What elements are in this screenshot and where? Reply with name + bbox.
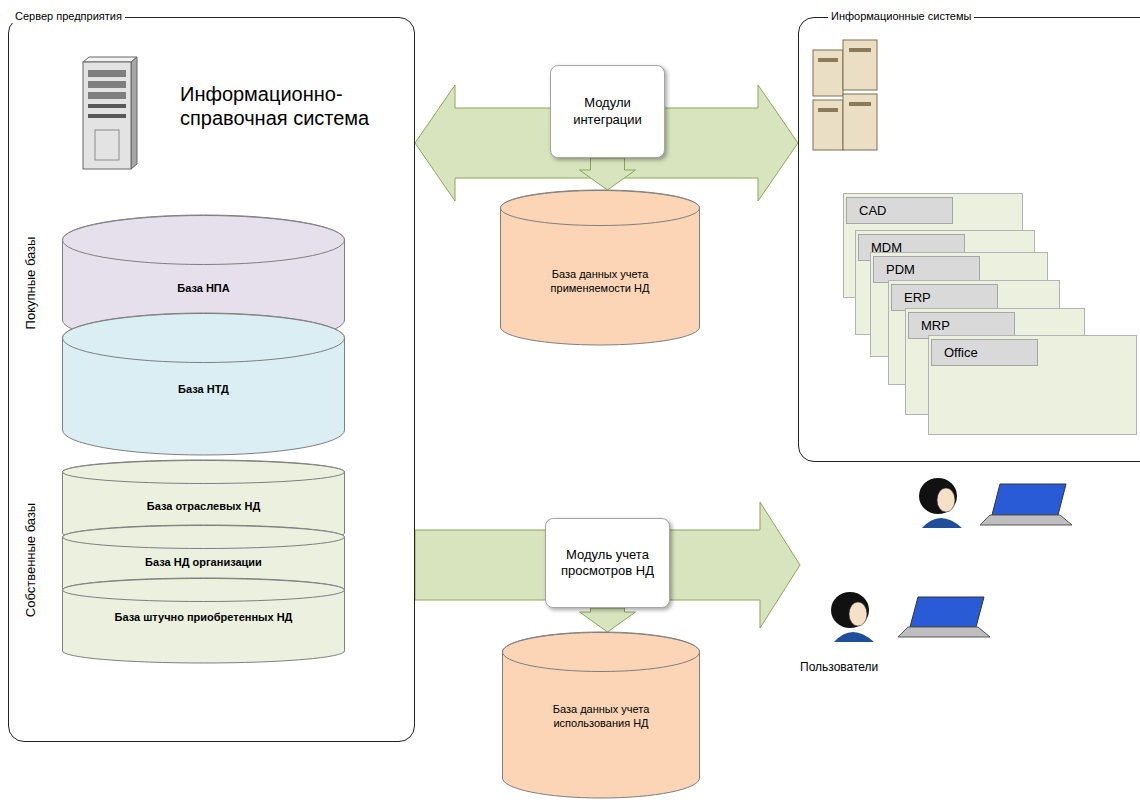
user-hair bbox=[919, 478, 957, 514]
server-side bbox=[131, 57, 137, 169]
window-title: ERP bbox=[892, 285, 997, 310]
cylinder-top bbox=[63, 526, 345, 549]
laptop-base bbox=[980, 515, 1072, 525]
laptop-screen bbox=[992, 484, 1066, 515]
database-label: База НТД bbox=[62, 383, 345, 397]
server-bay bbox=[88, 92, 126, 99]
server-unit bbox=[843, 94, 877, 150]
cylinder-top bbox=[63, 314, 345, 363]
cylinder-top bbox=[501, 191, 700, 226]
database-label: База отраслевых НД bbox=[62, 500, 345, 514]
server-unit bbox=[813, 100, 843, 150]
systems-panel: CADMDMPDMERPMRPOfficeИнформационные сист… bbox=[798, 17, 1140, 462]
cylinder-body bbox=[63, 578, 345, 663]
text-holder: База отраслевых НД bbox=[62, 500, 345, 514]
panel-heading: Сервер предприятия bbox=[12, 10, 125, 23]
server-bay bbox=[88, 114, 126, 118]
database-label: База НД организации bbox=[62, 556, 345, 570]
laptop-icon bbox=[980, 484, 1072, 525]
module-label: Модули интеграции bbox=[559, 95, 656, 128]
database-cylinder: База данных учета использования НД bbox=[502, 632, 700, 798]
window-title: MDM bbox=[859, 235, 964, 260]
window-tab: Office bbox=[931, 339, 1038, 366]
module-box: Модули интеграции bbox=[550, 65, 665, 158]
database-label: База штучно приобретенных НД bbox=[62, 611, 345, 625]
text-holder: База НД организации bbox=[62, 556, 345, 570]
server-bay bbox=[849, 48, 871, 52]
server-unit bbox=[813, 50, 843, 96]
flow-arrow bbox=[580, 158, 636, 190]
users-label: Пользователи bbox=[800, 660, 878, 674]
server-front bbox=[83, 62, 131, 169]
text-holder: Сервер предприятия bbox=[12, 10, 125, 23]
laptop-icon bbox=[898, 597, 990, 637]
cylinder-shape bbox=[502, 632, 700, 800]
window-tab: MRP bbox=[908, 312, 1015, 339]
flow-arrow bbox=[580, 608, 636, 632]
window-tab: ERP bbox=[891, 284, 998, 311]
server-bay bbox=[88, 70, 126, 77]
database-cylinder: База данных учета применяемости НД bbox=[500, 190, 700, 345]
text-holder: Пользователи bbox=[800, 660, 878, 674]
server-bay bbox=[88, 104, 126, 108]
cylinder-body bbox=[63, 313, 345, 455]
window-tab: CAD bbox=[846, 197, 953, 224]
database-cylinder: База штучно приобретенных НД bbox=[62, 578, 345, 663]
group-label: Покупные базы bbox=[23, 237, 38, 330]
text-holder: Собственные базы bbox=[23, 503, 38, 617]
text-holder: База данных учета использования НД bbox=[502, 703, 700, 731]
database-cylinder: База НТД bbox=[62, 313, 345, 455]
server-top bbox=[83, 57, 137, 62]
window-title: Office bbox=[932, 340, 1037, 365]
module-box: Модуль учета просмотров НД bbox=[545, 518, 670, 608]
servers-icon bbox=[813, 40, 877, 150]
window-tab: MDM bbox=[858, 234, 965, 261]
system-title: Информационно-справочная система bbox=[180, 82, 402, 130]
server-icon bbox=[83, 57, 137, 169]
server-bay bbox=[88, 81, 126, 88]
module-label: Модуль учета просмотров НД bbox=[554, 547, 661, 580]
server-bay bbox=[818, 108, 838, 112]
window-title: PDM bbox=[874, 257, 979, 282]
user-shoulders bbox=[834, 632, 874, 642]
user-face bbox=[849, 602, 867, 626]
app-window: Office bbox=[928, 335, 1137, 435]
cylinder-body bbox=[63, 525, 345, 605]
server-bay bbox=[818, 58, 838, 62]
user-icon bbox=[831, 592, 874, 642]
laptop-screen bbox=[910, 597, 984, 627]
window-tab: PDM bbox=[873, 256, 980, 283]
server-bay bbox=[849, 102, 871, 106]
text-holder: Покупные базы bbox=[23, 237, 38, 330]
text-holder: База штучно приобретенных НД bbox=[62, 611, 345, 625]
group-label: Собственные базы bbox=[23, 503, 38, 617]
user-face bbox=[937, 488, 955, 512]
cylinder-top bbox=[63, 579, 345, 602]
cylinder-top bbox=[63, 216, 345, 265]
panel-heading: Информационные системы bbox=[828, 10, 974, 23]
server-panel: База НПА База НТД База отраслевых НД База Н… bbox=[8, 17, 415, 742]
database-label: База данных учета применяемости НД bbox=[500, 268, 700, 296]
cylinder-top bbox=[503, 633, 700, 672]
database-label: База данных учета использования НД bbox=[502, 703, 700, 731]
text-holder: Информационно-справочная система bbox=[180, 82, 402, 130]
window-title: MRP bbox=[909, 313, 1014, 338]
server-vent bbox=[95, 130, 119, 160]
user-hair bbox=[831, 592, 869, 628]
text-holder: База данных учета применяемости НД bbox=[500, 268, 700, 296]
user-icon bbox=[919, 478, 962, 528]
server-unit bbox=[843, 40, 877, 90]
text-holder: Информационные системы bbox=[828, 10, 974, 23]
laptop-base bbox=[898, 627, 990, 637]
text-holder: База НТД bbox=[62, 383, 345, 397]
database-label: База НПА bbox=[62, 282, 345, 296]
cylinder-body bbox=[501, 190, 700, 345]
cylinder-body bbox=[503, 632, 700, 798]
text-holder: База НПА bbox=[62, 282, 345, 296]
cylinder-top bbox=[63, 461, 345, 484]
user-shoulders bbox=[922, 518, 962, 528]
window-title: CAD bbox=[847, 198, 952, 223]
